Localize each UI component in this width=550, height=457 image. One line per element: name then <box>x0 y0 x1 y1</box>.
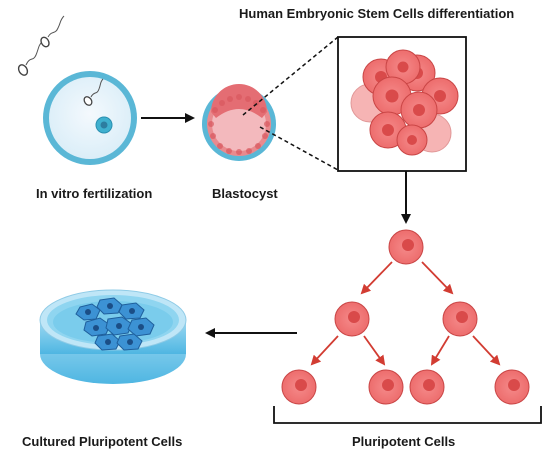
inner-cell-mass-box <box>337 36 467 172</box>
tree-arrow <box>430 335 450 366</box>
pluripotent-cell <box>334 301 370 337</box>
pluripotent-cell <box>281 369 317 405</box>
petri-dish <box>39 289 187 384</box>
pluripotent-tree <box>281 229 530 405</box>
sperm-cell <box>40 15 65 48</box>
egg-cell <box>43 71 137 165</box>
pluripotent-cell <box>494 369 530 405</box>
diagram-title: Human Embryonic Stem Cells differentiati… <box>239 6 515 21</box>
pluripotent-cell <box>442 301 478 337</box>
blastocyst <box>202 84 276 161</box>
zoom-line-bottom <box>259 126 339 171</box>
blastocyst-label: Blastocyst <box>212 186 278 201</box>
tree-arrow <box>472 335 501 366</box>
cell-cluster <box>350 49 459 156</box>
cultured-cells-label: Cultured Pluripotent Cells <box>22 434 183 449</box>
tree-arrow <box>310 335 339 366</box>
pluripotent-cells-label: Pluripotent Cells <box>352 434 456 449</box>
sperm-cell <box>83 78 104 106</box>
tree-arrow <box>363 335 386 366</box>
tree-arrow <box>421 261 454 295</box>
tree-arrow <box>360 261 393 295</box>
pluripotent-bracket <box>273 406 542 424</box>
sperm-cell <box>17 41 43 76</box>
egg-nucleus <box>95 116 113 134</box>
pluripotent-cell <box>409 369 445 405</box>
pluripotent-cell <box>368 369 404 405</box>
pluripotent-cell <box>388 229 424 265</box>
ivf-label: In vitro fertilization <box>36 186 153 201</box>
